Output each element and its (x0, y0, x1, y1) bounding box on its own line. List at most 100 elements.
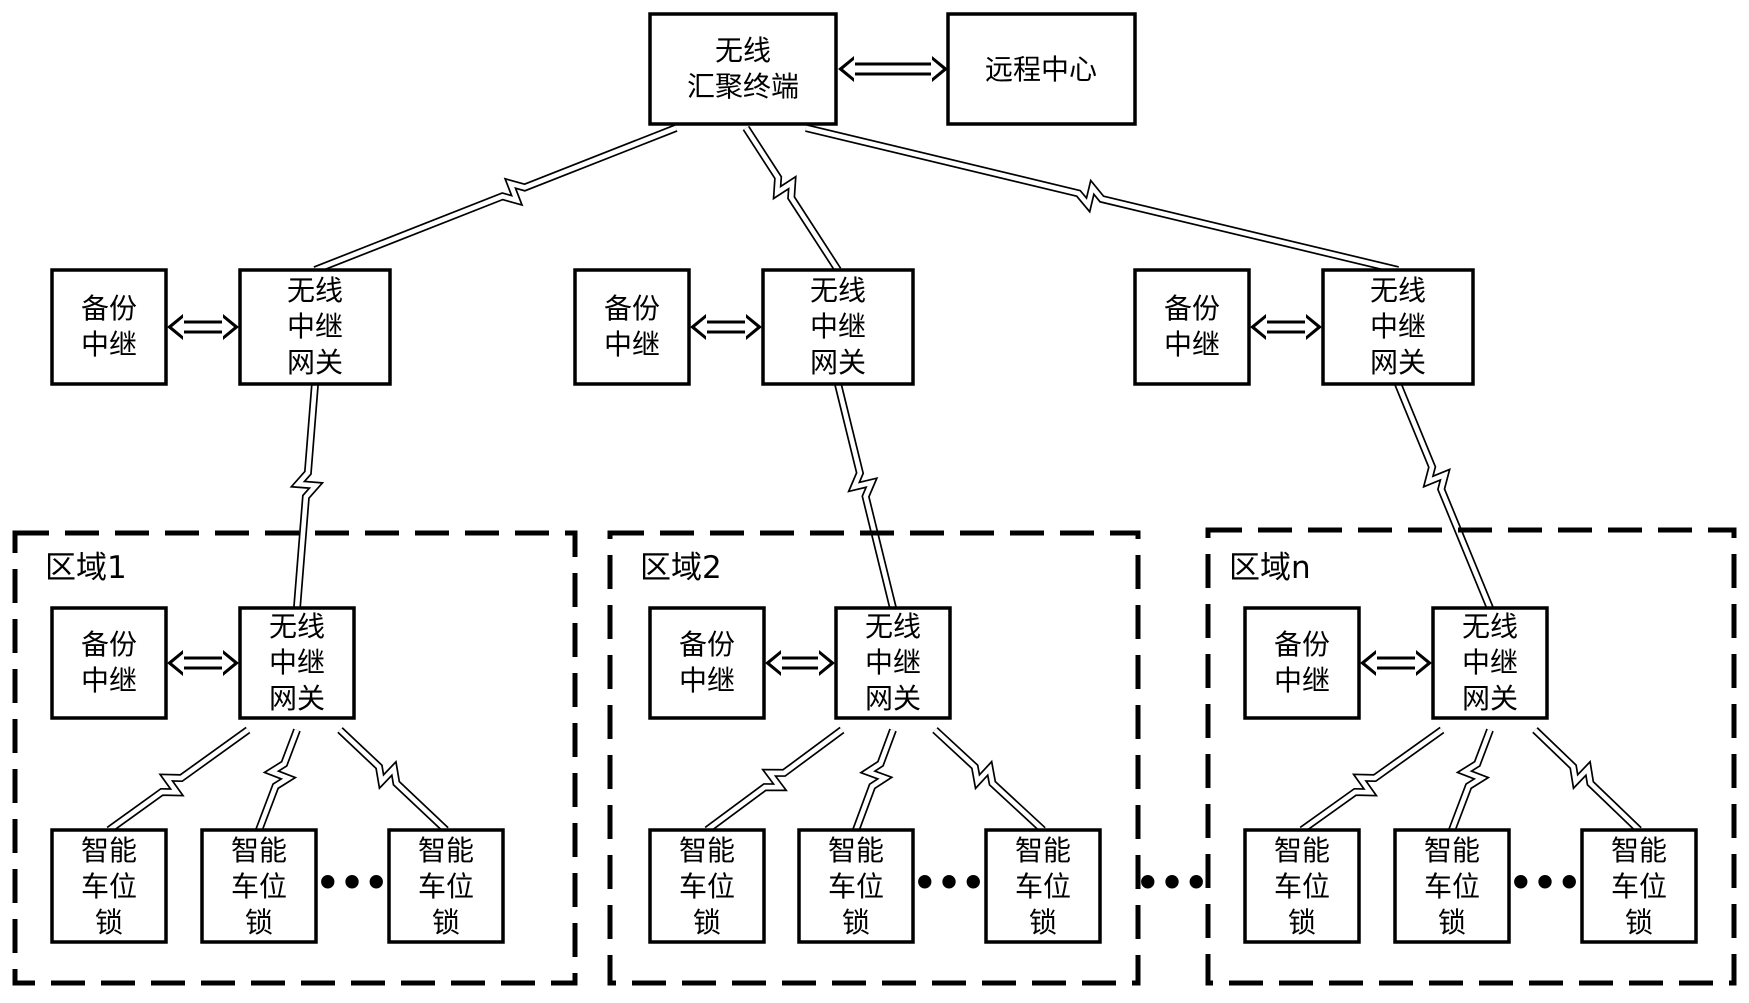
box-label-line: 中继 (81, 664, 137, 697)
box-label-line: 锁 (1029, 906, 1057, 939)
box-label-line: 无线 (810, 274, 866, 307)
double-arrow-fill (843, 59, 943, 79)
box-label-line: 网关 (287, 346, 343, 379)
box-label-line: 中继 (81, 328, 137, 361)
box-label-line: 智能 (1611, 834, 1667, 867)
box-label-line: 无线 (715, 34, 771, 67)
box-label-line: 智能 (418, 834, 474, 867)
box-label-line: 智能 (679, 834, 735, 867)
relay-gateway-box: 无线 中继 网关 (761, 268, 915, 386)
region-frame (607, 530, 1141, 986)
box-label-line: 智能 (1274, 834, 1330, 867)
wireless-link-core (744, 126, 840, 272)
smart-parking-lock-box: 智能 车位 锁 (387, 828, 505, 944)
backup-relay-box: 备份 中继 (573, 268, 691, 386)
wireless-link-core (1449, 729, 1493, 831)
wireless-link-core (338, 728, 448, 832)
box-label-line: 中继 (1274, 664, 1330, 697)
backup-relay-box: 备份 中继 (50, 268, 168, 386)
double-arrow-fill (1365, 653, 1427, 673)
box-label-line: 锁 (1288, 906, 1316, 939)
wireless-link-core (107, 728, 250, 832)
backup-relay-box: 备份 中继 (1133, 268, 1251, 386)
box-label-line: 汇聚终端 (687, 70, 799, 103)
region-label: 区域2 (640, 550, 722, 586)
box-label-line: 备份 (604, 292, 660, 325)
backup-relay-box: 备份 中继 (50, 606, 168, 720)
relay-gateway-box: 无线 中继 网关 (238, 606, 356, 720)
double-arrow-fill (1255, 317, 1317, 337)
box-label-line: 无线 (865, 610, 921, 643)
remote-center-box: 远程中心 (946, 12, 1137, 126)
aggregation-terminal-box: 无线 汇聚终端 (648, 12, 838, 126)
region-frame (1205, 527, 1737, 986)
box-label-line: 智能 (1424, 834, 1480, 867)
box-label-line: 车位 (1015, 870, 1071, 903)
box-label-line: 中继 (1370, 310, 1426, 343)
box-label-line: 备份 (81, 292, 137, 325)
box-label-line: 智能 (81, 834, 137, 867)
box-label-line: 车位 (418, 870, 474, 903)
double-arrow-fill (172, 317, 234, 337)
box-label-line: 锁 (842, 906, 870, 939)
box-label-line: 远程中心 (985, 53, 1097, 86)
smart-parking-lock-box: 智能 车位 锁 (1580, 828, 1698, 944)
box-label-line: 锁 (1625, 906, 1653, 939)
wireless-link-core (314, 125, 677, 273)
box-label-line: 中继 (810, 310, 866, 343)
box-label-line: 中继 (865, 646, 921, 679)
box-label-line: 网关 (1462, 682, 1518, 715)
smart-parking-lock-box: 智能 车位 锁 (1243, 828, 1361, 944)
relay-gateway-box: 无线 中继 网关 (834, 606, 952, 720)
lock-ellipsis: ••• (316, 861, 389, 905)
relay-gateway-box: 无线 中继 网关 (1431, 606, 1549, 720)
box-label-line: 车位 (828, 870, 884, 903)
wireless-link-core (1533, 728, 1641, 832)
box-label-line: 备份 (1274, 628, 1330, 661)
smart-parking-lock-box: 智能 车位 锁 (984, 828, 1102, 944)
smart-parking-lock-box: 智能 车位 锁 (200, 828, 318, 944)
box-label-line: 无线 (269, 610, 325, 643)
lock-ellipsis: ••• (1509, 861, 1582, 905)
smart-parking-lock-box: 智能 车位 锁 (797, 828, 915, 944)
region-2: 区域2 (607, 530, 1141, 986)
box-label-line: 锁 (432, 906, 460, 939)
box-label-line: 备份 (1164, 292, 1220, 325)
region-ellipsis: ••• (1136, 861, 1209, 905)
box-label-line: 锁 (693, 906, 721, 939)
bidirectional-links (167, 56, 1432, 676)
box-label-line: 车位 (1424, 870, 1480, 903)
double-arrow-fill (172, 653, 234, 673)
box-label-line: 无线 (1462, 610, 1518, 643)
wireless-links (106, 124, 1642, 834)
box-label-line: 智能 (231, 834, 287, 867)
box-label-line: 中继 (287, 310, 343, 343)
wireless-link-core (933, 728, 1045, 832)
box-label-line: 无线 (287, 274, 343, 307)
box-label-line: 中继 (679, 664, 735, 697)
smart-parking-lock-box: 智能 车位 锁 (1393, 828, 1511, 944)
box-label-line: 中继 (1164, 328, 1220, 361)
backup-relay-box: 备份 中继 (1243, 606, 1361, 720)
double-arrow-fill (770, 653, 830, 673)
box-label-line: 备份 (679, 628, 735, 661)
wireless-link-core (853, 729, 896, 831)
relay-gateway-box: 无线 中继 网关 (238, 268, 392, 386)
box-label-line: 锁 (1438, 906, 1466, 939)
double-arrow-fill (695, 317, 757, 337)
relay-gateway-box: 无线 中继 网关 (1321, 268, 1475, 386)
box-label-line: 锁 (95, 906, 123, 939)
box-label-line: 网关 (865, 682, 921, 715)
lock-ellipsis: ••• (913, 861, 986, 905)
region-1: 区域1 (12, 530, 578, 986)
smart-parking-lock-box: 智能 车位 锁 (648, 828, 766, 944)
box-label-line: 网关 (1370, 346, 1426, 379)
box-label-line: 车位 (231, 870, 287, 903)
wireless-link-core (293, 383, 321, 609)
region-label: 区域n (1229, 550, 1311, 586)
box-label-line: 中继 (1462, 646, 1518, 679)
box-label-line: 备份 (81, 628, 137, 661)
box-label-line: 网关 (269, 682, 325, 715)
box-label-line: 中继 (269, 646, 325, 679)
